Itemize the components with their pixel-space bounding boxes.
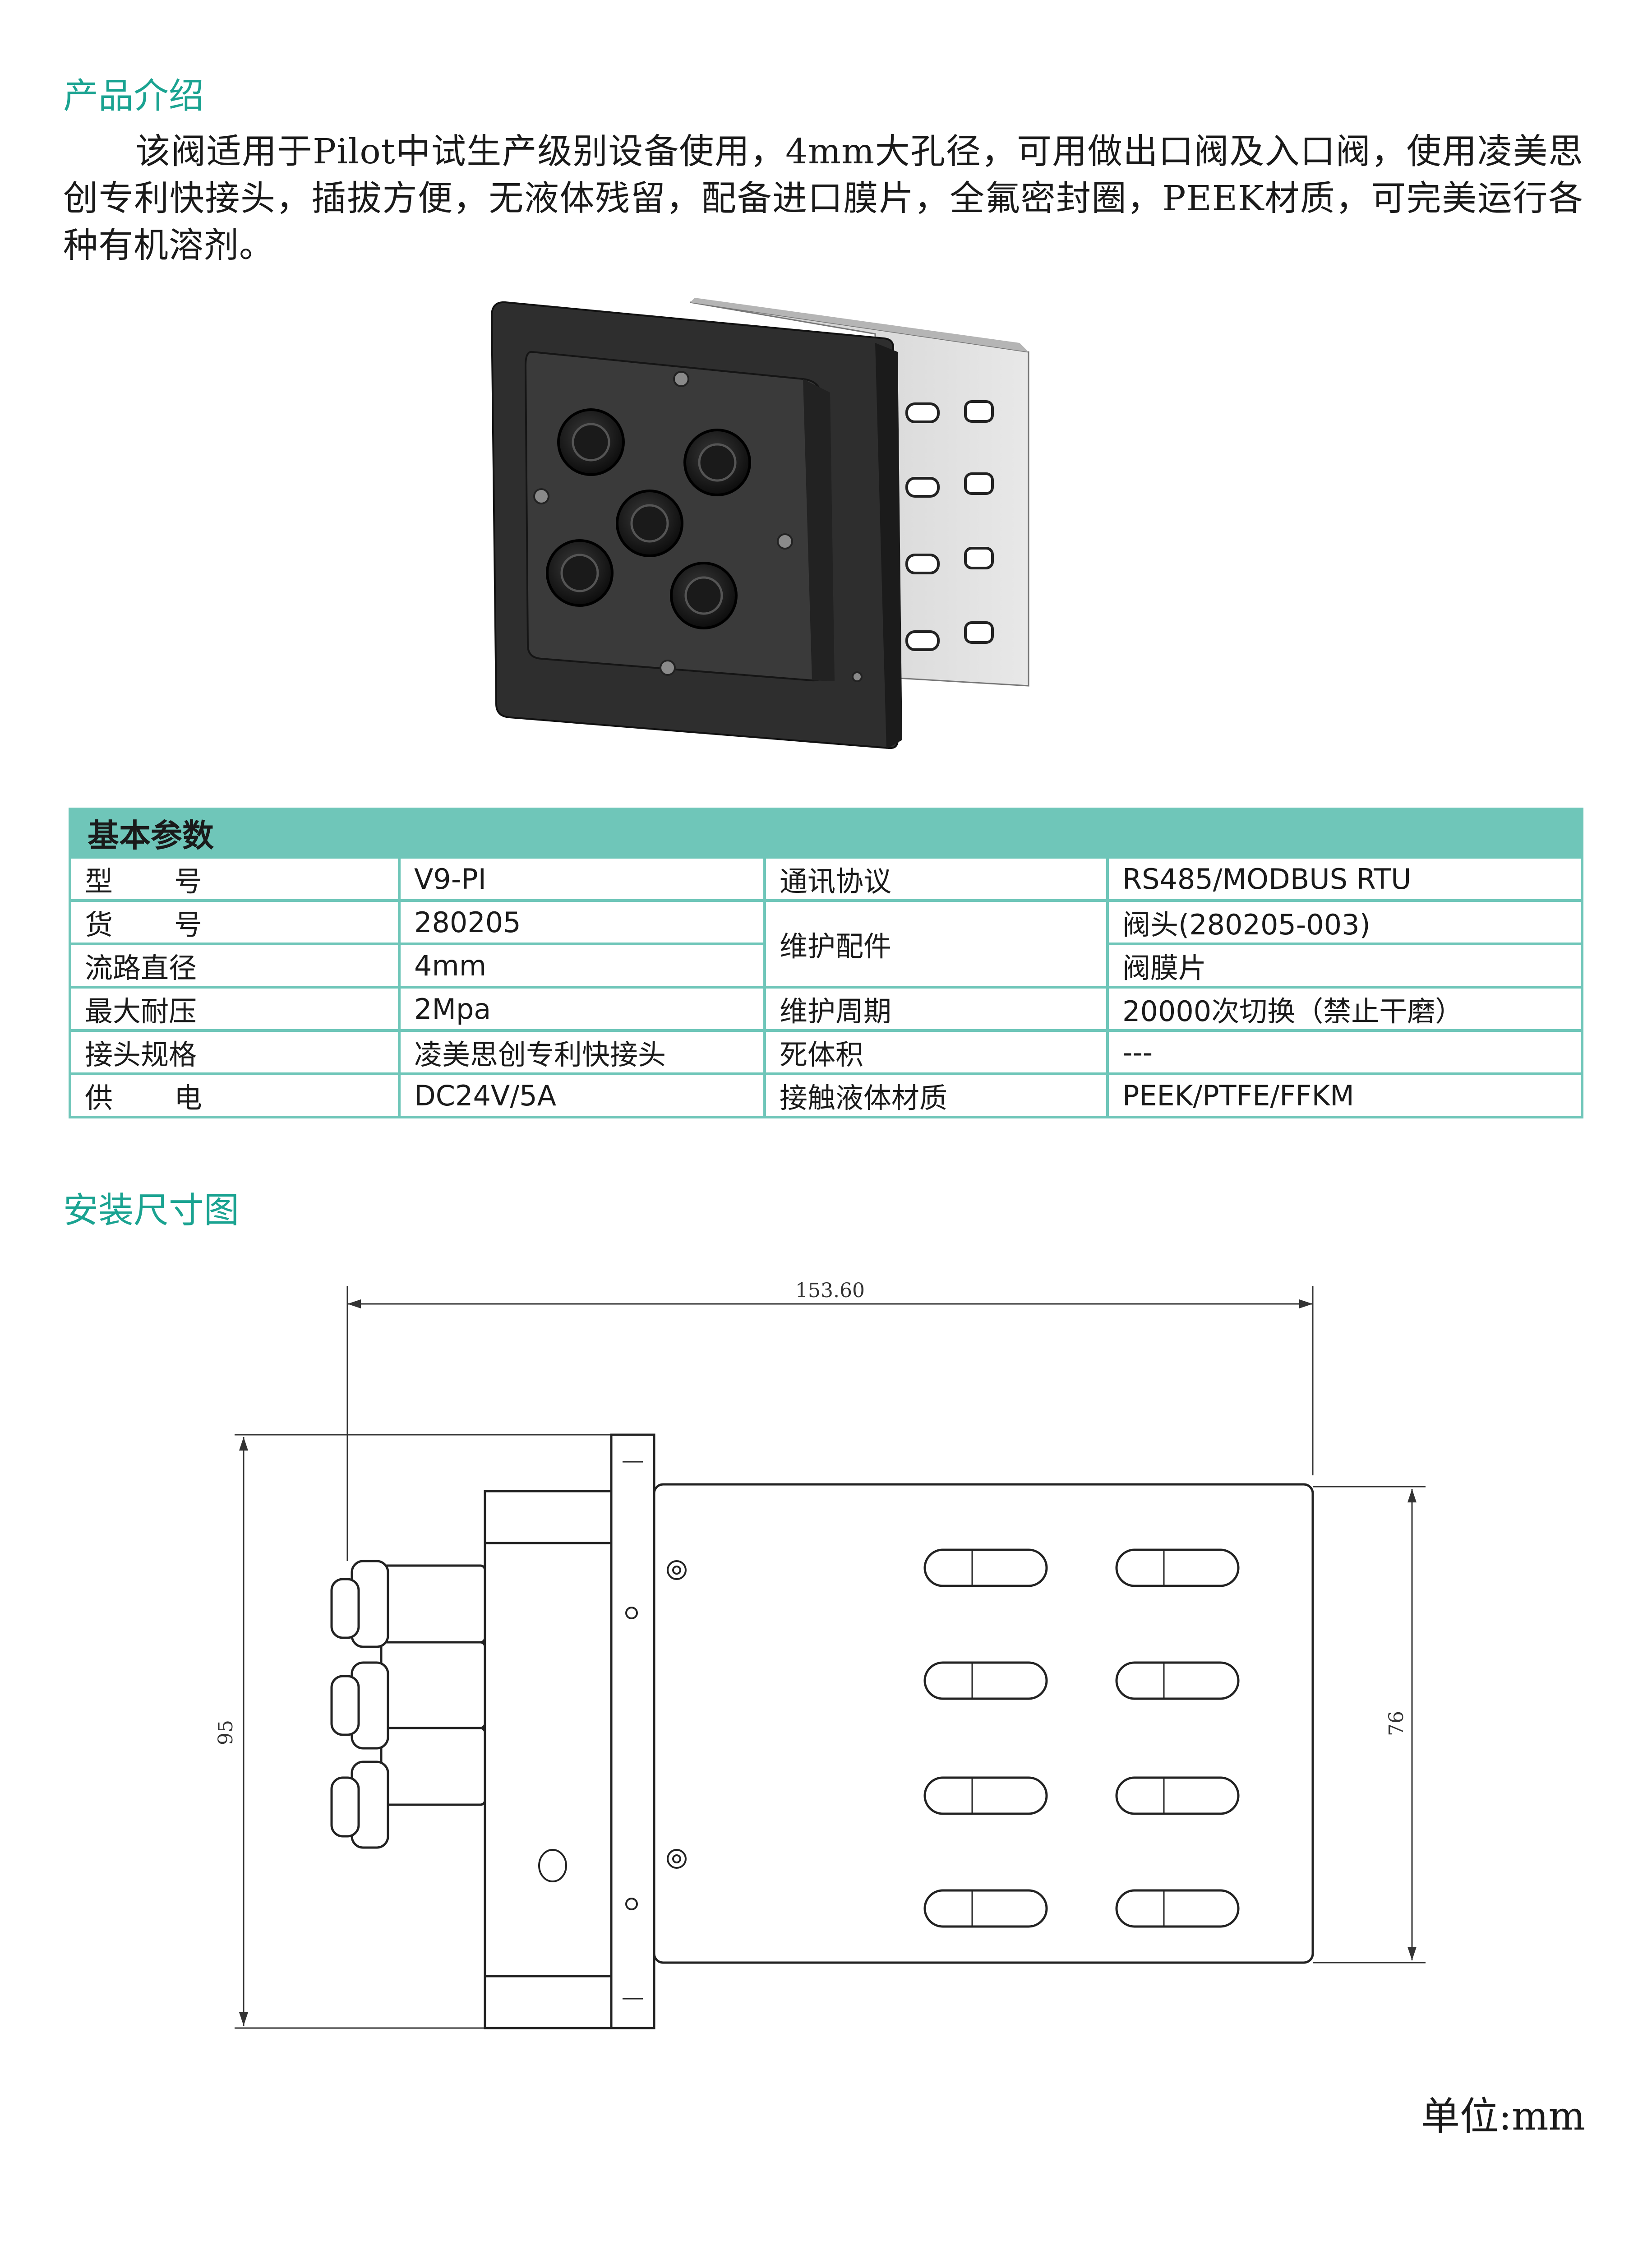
param-value: 阀膜片 xyxy=(1106,943,1583,989)
dimension-drawing: 153.60 95 76 xyxy=(217,1279,1426,2029)
param-value: DC24V/5A xyxy=(398,1072,766,1118)
install-heading: 安装尺寸图 xyxy=(63,1190,240,1231)
param-label: 型号 xyxy=(69,856,401,902)
table-row: 最大耐压 2Mpa 维护周期 20000次切换（禁止干磨） xyxy=(69,986,1583,1032)
param-value: 阀头(280205-003) xyxy=(1106,899,1583,945)
param-label: 维护配件 xyxy=(763,899,1109,989)
param-label: 供电 xyxy=(69,1072,401,1118)
intro-text: 该阀适用于Pilot中试生产级别设备使用，4mm大孔径，可用做出口阀及入口阀，使… xyxy=(63,132,1583,266)
param-label: 通讯协议 xyxy=(763,856,1109,902)
dim-length-label: 153.60 xyxy=(795,1279,865,1302)
parameter-table: 基本参数 型号 V9-PI 通讯协议 RS485/MODBUS RTU 货号 2… xyxy=(69,808,1583,1118)
param-value: 280205 xyxy=(398,899,766,945)
param-value: 2Mpa xyxy=(398,986,766,1032)
param-label: 流路直径 xyxy=(69,943,401,989)
param-value: 4mm xyxy=(398,943,766,989)
param-label: 维护周期 xyxy=(763,986,1109,1032)
product-image xyxy=(490,298,1029,749)
param-label: 最大耐压 xyxy=(69,986,401,1032)
intro-heading: 产品介绍 xyxy=(63,76,204,116)
table-row: 接头规格 凌美思创专利快接头 死体积 --- xyxy=(69,1029,1583,1075)
dim-plate-label: 76 xyxy=(1385,1711,1408,1736)
table-row: 货号 280205 维护配件 阀头(280205-003) xyxy=(69,899,1583,989)
table-row: 型号 V9-PI 通讯协议 RS485/MODBUS RTU xyxy=(69,856,1583,902)
param-value: V9-PI xyxy=(398,856,766,902)
dim-height-label: 95 xyxy=(217,1720,237,1745)
param-value: RS485/MODBUS RTU xyxy=(1106,856,1583,902)
intro-paragraph: 该阀适用于Pilot中试生产级别设备使用，4mm大孔径，可用做出口阀及入口阀，使… xyxy=(63,129,1583,269)
param-value: 20000次切换（禁止干磨） xyxy=(1106,986,1583,1032)
param-label: 接头规格 xyxy=(69,1029,401,1075)
param-value: --- xyxy=(1106,1029,1583,1075)
param-value: PEEK/PTFE/FFKM xyxy=(1106,1072,1583,1118)
param-value: 凌美思创专利快接头 xyxy=(398,1029,766,1075)
table-row: 流路直径 4mm 阀膜片 xyxy=(69,943,1583,989)
table-row: 供电 DC24V/5A 接触液体材质 PEEK/PTFE/FFKM xyxy=(69,1072,1583,1118)
param-label: 死体积 xyxy=(763,1029,1109,1075)
param-label: 接触液体材质 xyxy=(763,1072,1109,1118)
table-title: 基本参数 xyxy=(69,808,1583,859)
unit-label: 单位:mm xyxy=(1421,2094,1586,2139)
param-label: 货号 xyxy=(69,899,401,945)
